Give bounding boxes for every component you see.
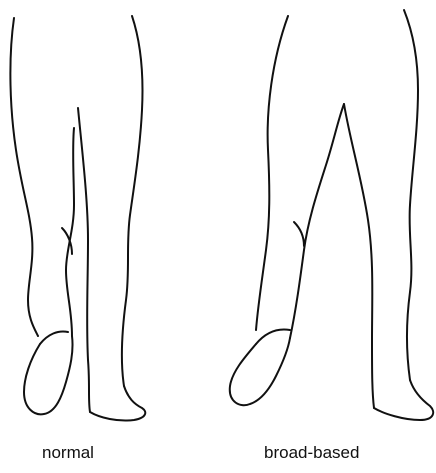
normal-right-foot-contour xyxy=(90,386,145,421)
normal-legs-illustration xyxy=(10,16,145,421)
broad-right-foot-contour xyxy=(374,380,433,420)
normal-left-leg-outer-contour xyxy=(10,18,38,336)
broad-left-foot-contour xyxy=(230,338,290,405)
normal-left-foot-contour xyxy=(24,336,73,414)
broad-right-leg-inner-contour xyxy=(344,104,374,408)
broad-left-heel-crease xyxy=(256,330,290,344)
broad-left-leg-outer-contour xyxy=(256,16,288,330)
normal-left-heel-crease xyxy=(40,332,68,345)
normal-right-leg-outer-contour xyxy=(122,16,143,386)
broad-based-caption: broad-based xyxy=(264,443,359,463)
broad-left-knee-crease xyxy=(294,222,304,246)
normal-caption: normal xyxy=(42,443,94,463)
normal-right-leg-inner-contour xyxy=(78,108,90,412)
broad-based-legs-illustration xyxy=(230,10,433,420)
normal-left-leg-inner-contour xyxy=(66,128,74,336)
broad-right-leg-outer-contour xyxy=(404,10,418,380)
broad-left-leg-inner-contour xyxy=(290,104,344,338)
